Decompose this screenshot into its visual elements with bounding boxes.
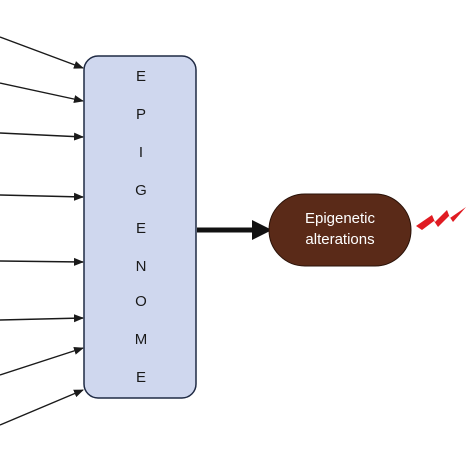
input-arrow <box>0 257 84 266</box>
epigenome-letter: M <box>135 331 148 348</box>
epigenome-letter: G <box>135 182 147 199</box>
epigenetic-alterations-node <box>268 193 412 267</box>
epigenome-letter: E <box>136 220 146 237</box>
epigenome-letter: N <box>136 258 147 275</box>
epigenome-letter: E <box>136 369 146 386</box>
input-arrow <box>0 132 84 141</box>
lightning-bolt-icon <box>416 207 466 230</box>
input-arrow <box>0 36 84 69</box>
input-arrow <box>0 192 84 201</box>
epigenetic-alterations-line2: alterations <box>305 231 374 248</box>
epigenetic-alterations-line1: Epigenetic <box>305 210 376 227</box>
input-arrow <box>0 82 84 104</box>
epigenome-letter: P <box>136 106 146 123</box>
main-arrow <box>197 220 272 240</box>
epigenome-box <box>83 55 197 399</box>
epigenome-label: E P I G E N O M E <box>135 68 148 386</box>
main-arrow-head <box>252 220 272 240</box>
input-arrow <box>0 314 84 323</box>
epigenome-letter: I <box>139 144 143 161</box>
epigenome-letter: E <box>136 68 146 85</box>
input-arrow <box>0 346 84 376</box>
input-arrows <box>0 36 84 426</box>
epigenome-letter: O <box>135 293 147 310</box>
input-arrow <box>0 389 84 426</box>
